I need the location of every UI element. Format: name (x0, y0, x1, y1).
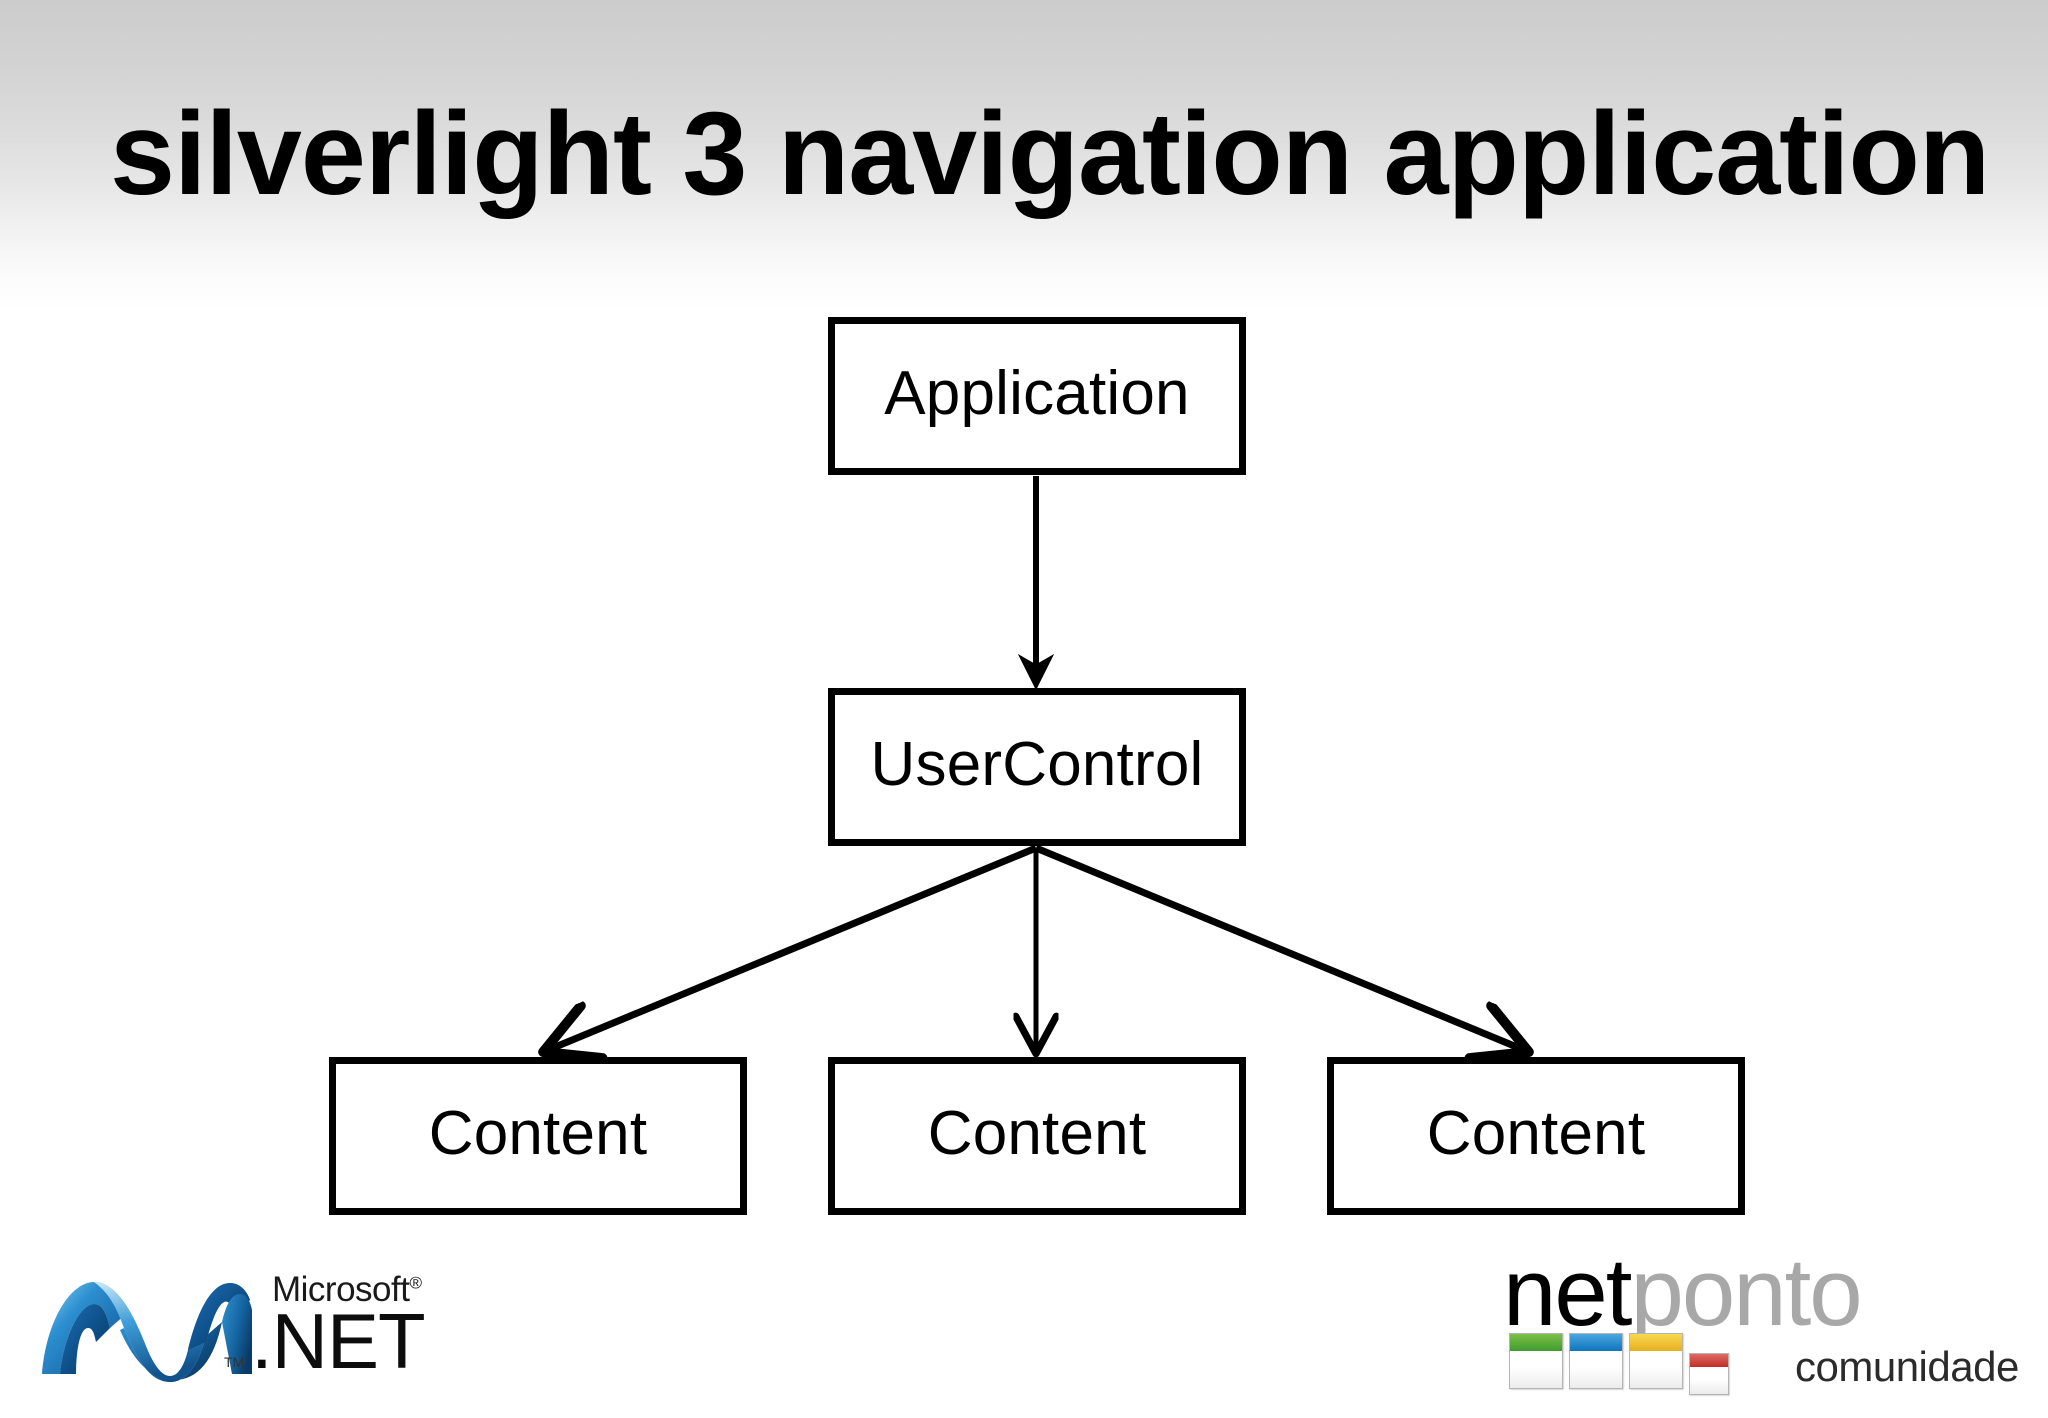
netponto-wordmark: netponto (1503, 1245, 1863, 1341)
node-application-label: Application (884, 359, 1190, 428)
netponto-square-red (1689, 1353, 1729, 1395)
netponto-net-text: net (1503, 1239, 1632, 1346)
netponto-tagline: comunidade (1795, 1343, 2019, 1390)
square-titlebar-red (1690, 1354, 1728, 1367)
node-content-3[interactable]: Content (1327, 1057, 1745, 1215)
square-titlebar-blue (1570, 1334, 1622, 1352)
registered-mark-icon: ® (409, 1273, 422, 1293)
node-content-3-label: Content (1426, 1099, 1646, 1168)
trademark-mark-icon: TM (224, 1354, 245, 1370)
microsoft-dotnet-logo: Microsoft® TM .NET (36, 1262, 426, 1410)
node-content-1-label: Content (428, 1099, 648, 1168)
node-usercontrol[interactable]: UserControl (828, 688, 1246, 846)
node-content-1[interactable]: Content (329, 1057, 747, 1215)
dotnet-wordmark: .NET (251, 1297, 426, 1385)
node-content-2[interactable]: Content (828, 1057, 1246, 1215)
netponto-square-blue (1569, 1333, 1623, 1389)
edge-usercontrol-to-content-1 (548, 844, 1038, 1050)
netponto-ponto-text: ponto (1630, 1239, 1862, 1346)
microsoft-wordmark: Microsoft® (272, 1270, 422, 1309)
dotnet-wave-icon (42, 1282, 252, 1382)
node-content-2-label: Content (927, 1099, 1147, 1168)
page-title: silverlight 3 navigation application (110, 88, 1990, 220)
node-usercontrol-label: UserControl (870, 730, 1204, 799)
node-application[interactable]: Application (828, 317, 1246, 475)
netponto-square-yellow (1629, 1333, 1683, 1389)
netponto-square-green (1509, 1333, 1563, 1389)
netponto-logo: netponto comunidade (1503, 1245, 2023, 1415)
square-titlebar-yellow (1630, 1334, 1682, 1352)
square-titlebar-green (1510, 1334, 1562, 1352)
edge-usercontrol-to-content-3 (1034, 844, 1524, 1050)
